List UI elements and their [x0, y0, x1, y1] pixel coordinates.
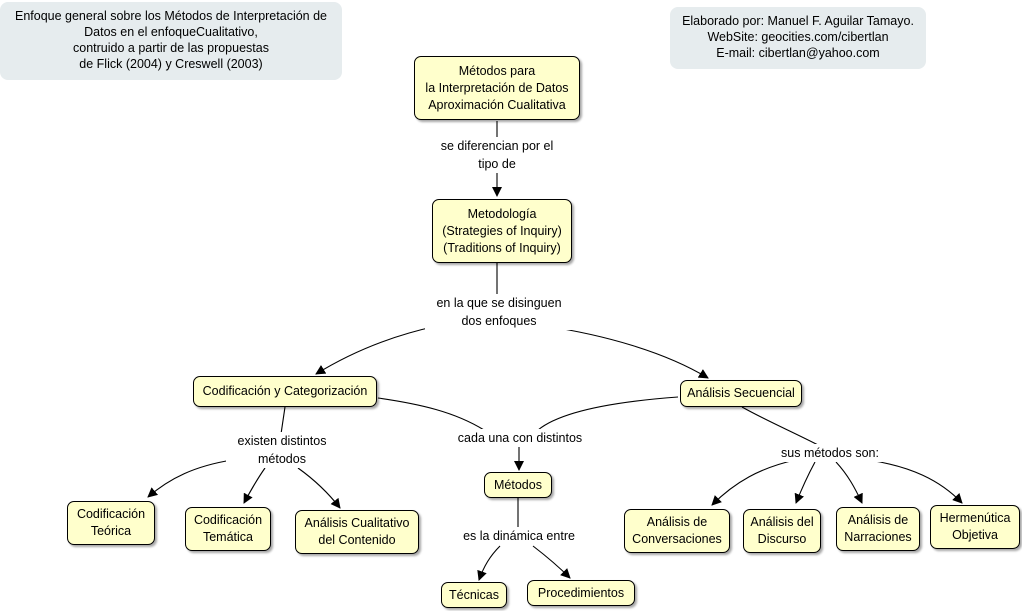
concept-procedimientos[interactable]: Procedimientos [527, 580, 635, 606]
link-codificacion-existen [280, 406, 286, 435]
link-label-diferencian: se diferencian por el tipo de [430, 137, 564, 173]
arrow-existen-contenido [297, 467, 341, 509]
arrow-dinamica-tecnicas [477, 545, 501, 581]
concept-root[interactable]: Métodos para la Interpretación de Datos … [414, 56, 580, 120]
arrow-sus-metodos-narraciones [835, 461, 863, 504]
link-codificacion-cada-una [377, 397, 485, 431]
arrow-sus-metodos-hermeneutica [867, 459, 963, 504]
link-secuencial-sus-metodos [741, 406, 821, 447]
arrow-dinamica-procedimientos [532, 545, 571, 579]
link-label-dinamica: es la dinámica entre [454, 527, 584, 545]
link-label-sus-metodos: sus métodos son: [774, 444, 886, 462]
arrow-sus-metodos-discurso [794, 461, 816, 504]
concept-analisis-narraciones[interactable]: Análisis de Narraciones [836, 507, 920, 551]
arrow-distinguen-codificacion [315, 325, 438, 375]
author-note: Elaborado por: Manuel F. Aguilar Tamayo.… [670, 7, 926, 69]
link-secuencial-cada-una [537, 396, 679, 431]
link-label-distinguen: en la que se disinguen dos enfoques [425, 294, 573, 330]
concept-codificacion-tematica[interactable]: Codificación Temática [185, 507, 271, 551]
arrow-sus-metodos-conversaciones [711, 459, 796, 506]
concept-codificacion-teorica[interactable]: Codificación Teórica [67, 501, 155, 545]
concept-analisis-conversaciones[interactable]: Análisis de Conversaciones [624, 509, 730, 553]
arrow-existen-teorica [147, 459, 233, 498]
concept-analisis-secuencial[interactable]: Análisis Secuencial [680, 380, 802, 407]
concept-hermeneutica-objetiva[interactable]: Hermenútica Objetiva [930, 505, 1020, 549]
concept-analisis-contenido[interactable]: Análisis Cualitativo del Contenido [295, 510, 419, 554]
concept-tecnicas[interactable]: Técnicas [441, 582, 507, 608]
concept-metodologia[interactable]: Metodología (Strategies of Inquiry) (Tra… [432, 199, 572, 263]
arrow-distinguen-secuencial [544, 325, 709, 379]
concept-codificacion-categorizacion[interactable]: Codificación y Categorización [193, 376, 377, 407]
concept-metodos[interactable]: Métodos [484, 472, 552, 498]
arrow-existen-tematica [243, 467, 266, 504]
link-label-cada-una: cada una con distintos [448, 429, 592, 447]
concept-analisis-discurso[interactable]: Análisis del Discurso [743, 509, 821, 553]
link-label-existen: existen distintos métodos [226, 432, 338, 468]
description-note: Enfoque general sobre los Métodos de Int… [0, 2, 342, 80]
